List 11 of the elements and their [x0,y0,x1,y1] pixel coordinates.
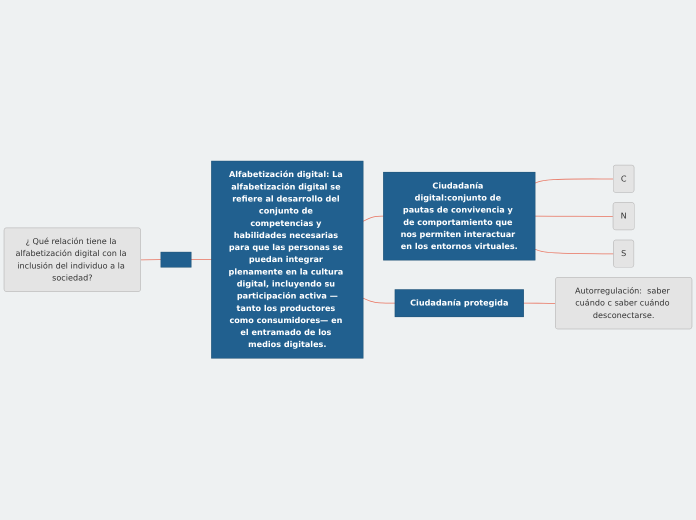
connector [523,303,556,304]
node-box: Ciudadanía digital:conjunto de pautas de convivencia y de comportamiento que nos permiten interactuar en los entornos virtuales. [383,172,536,261]
connector [534,249,614,255]
connector [362,298,396,304]
node-box: Alfabetización digital: La alfabetización digital se refiere al desarrollo del conjunto de competencias y habilidades necesarias para que las personas se puedan integrar plenamente en la cultura digital, incluyendo su participación activa —tanto los productores como consumidores— en el entramado de los medios digitales. [211,161,364,359]
connector [534,216,614,218]
connector [534,178,614,184]
connector [140,260,162,261]
node-box: Ciudadanía protegida [394,290,524,318]
node-box [160,252,192,268]
connector [362,216,384,222]
